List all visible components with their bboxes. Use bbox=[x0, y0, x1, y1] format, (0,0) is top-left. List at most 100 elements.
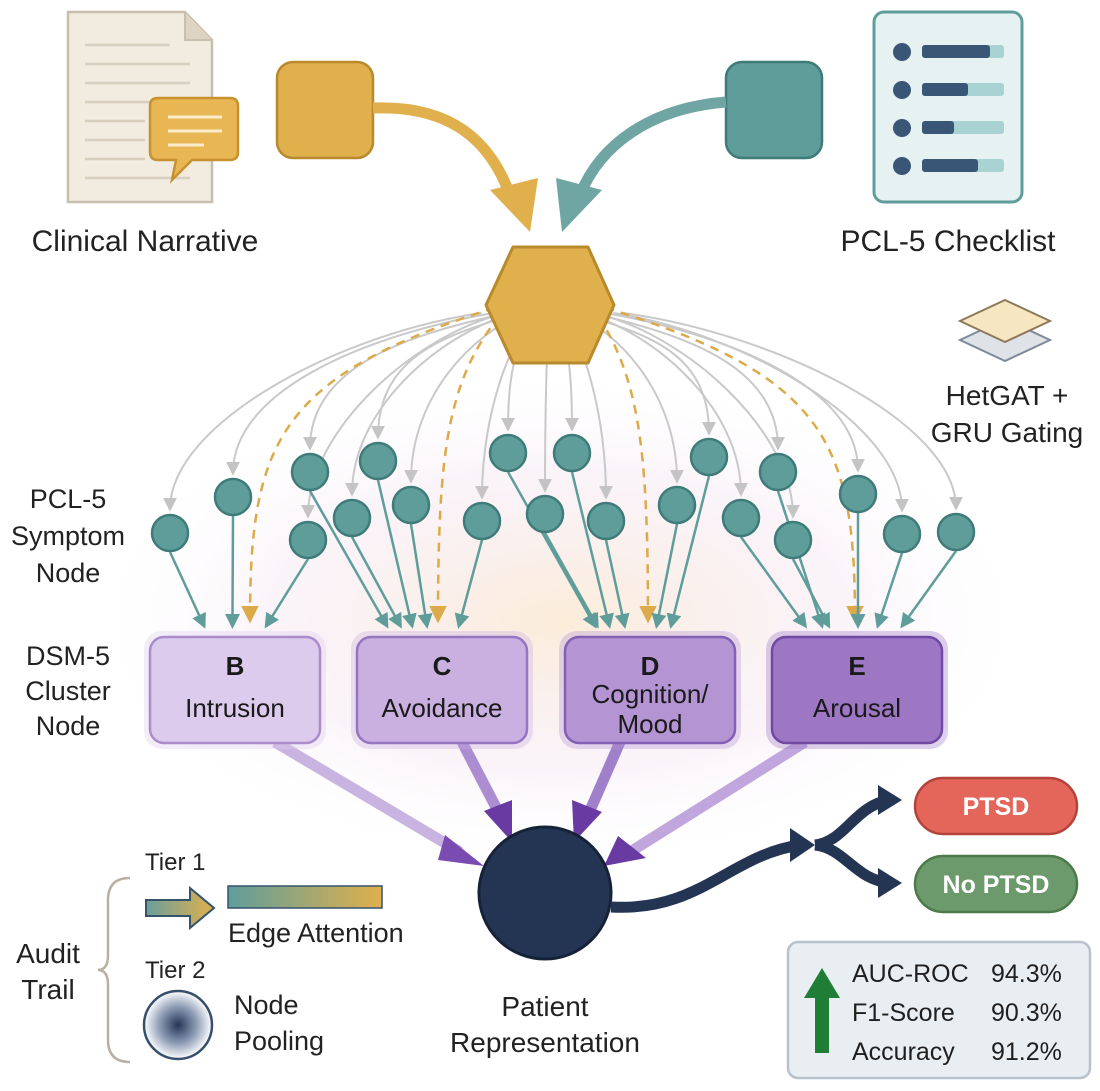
ptsd-output-pill bbox=[913, 776, 1079, 836]
symptom-to-cluster-edge bbox=[604, 539, 630, 629]
symptom-node bbox=[936, 512, 976, 552]
node-pooling-label-line1: Node bbox=[234, 990, 299, 1020]
edge-attention-gradient-bar bbox=[227, 885, 383, 909]
cluster-box bbox=[355, 635, 529, 745]
symptom-node bbox=[391, 485, 431, 525]
patient-label-line1: Patient bbox=[501, 991, 588, 1022]
symptom-node bbox=[586, 501, 626, 541]
symptom-to-cluster-edge bbox=[666, 475, 711, 629]
symptom-to-cluster-edge bbox=[791, 558, 831, 629]
symptom-to-cluster-edge bbox=[308, 490, 389, 629]
symptom-node bbox=[721, 498, 761, 538]
cluster-to-patient-arrows bbox=[272, 737, 808, 866]
up-arrow-icon bbox=[804, 968, 840, 1053]
tier2-label: Tier 2 bbox=[145, 957, 205, 984]
text-encoder-square bbox=[275, 60, 375, 160]
cluster-name-line2: Mood bbox=[617, 709, 682, 739]
attention-edge bbox=[226, 312, 494, 476]
symptom-node bbox=[552, 433, 592, 473]
patient-label-line2: Representation bbox=[450, 1027, 640, 1058]
node-pooling-label-line2: Pooling bbox=[234, 1026, 324, 1056]
metric-name-accuracy: Accuracy bbox=[852, 1038, 955, 1066]
narrative-arrowhead bbox=[490, 178, 538, 232]
symptom-node bbox=[488, 433, 528, 473]
symptom-to-cluster-edge bbox=[651, 523, 679, 629]
symptom-to-cluster-edge bbox=[900, 550, 958, 629]
symptom-node bbox=[882, 514, 922, 554]
cluster-box bbox=[563, 635, 737, 745]
cluster-name: Intrusion bbox=[185, 693, 285, 723]
symptom-layer-label-line1: PCL-5 bbox=[30, 484, 107, 514]
model-label-line1: HetGAT + bbox=[946, 380, 1069, 411]
cluster-layer-label-line1: DSM-5 bbox=[26, 641, 110, 671]
symptom-to-cluster-edge bbox=[454, 539, 484, 629]
symptom-layer-label-line3: Node bbox=[36, 558, 101, 588]
tier1-label: Tier 1 bbox=[145, 849, 205, 876]
cluster-letter: C bbox=[433, 651, 452, 681]
metrics-panel bbox=[786, 940, 1092, 1080]
cluster-box bbox=[148, 635, 322, 745]
audit-title-line1: Audit bbox=[16, 938, 80, 969]
symptom-to-cluster-edge bbox=[225, 515, 241, 629]
checklist-encoder-square bbox=[724, 60, 824, 160]
no-ptsd-output-label: No PTSD bbox=[943, 871, 1050, 899]
cluster-letter: E bbox=[848, 651, 865, 681]
symptom-to-cluster-edge bbox=[776, 490, 826, 629]
symptom-node bbox=[332, 498, 372, 538]
symptom-to-cluster-edge bbox=[409, 523, 433, 629]
symptom-node bbox=[838, 474, 878, 514]
clinical-narrative-label: Clinical Narrative bbox=[32, 225, 259, 258]
symptom-nodes bbox=[150, 433, 976, 560]
symptom-node bbox=[657, 485, 697, 525]
metric-value-accuracy: 91.2% bbox=[991, 1038, 1062, 1066]
model-label-line2: GRU Gating bbox=[931, 417, 1084, 448]
cluster-letter: D bbox=[641, 651, 660, 681]
patient-representation-node bbox=[477, 825, 613, 961]
cluster-gate-edge bbox=[588, 302, 657, 624]
symptom-node bbox=[758, 452, 798, 492]
symptom-node bbox=[358, 441, 398, 481]
symptom-node bbox=[689, 437, 729, 477]
symptom-to-cluster-edge bbox=[376, 479, 417, 629]
checklist-arrow bbox=[574, 96, 727, 198]
cluster-box bbox=[770, 635, 944, 745]
symptom-layer-label-line2: Symptom bbox=[11, 521, 125, 551]
no-ptsd-output-pill bbox=[913, 854, 1079, 914]
audit-bracket bbox=[97, 876, 131, 1064]
cluster-layer-label-line3: Node bbox=[36, 711, 101, 741]
metric-value-f1: 90.3% bbox=[991, 999, 1062, 1027]
symptom-node bbox=[525, 494, 565, 534]
cluster-name: Arousal bbox=[813, 693, 901, 723]
checklist-arrowhead bbox=[556, 178, 602, 232]
hexagon-to-symptom-edges bbox=[163, 301, 963, 629]
checklist-icon bbox=[872, 10, 1024, 204]
symptom-node bbox=[288, 520, 328, 560]
metric-name-auc: AUC-ROC bbox=[852, 960, 969, 988]
speech-bubble-icon bbox=[148, 96, 240, 184]
cluster-gate-edge bbox=[241, 301, 511, 624]
symptom-to-cluster-edge bbox=[350, 536, 402, 629]
symptom-to-cluster-edge bbox=[739, 536, 808, 629]
cluster-layer-label-line2: Cluster bbox=[25, 676, 111, 706]
fusion-hexagon-node bbox=[484, 245, 616, 365]
symptom-to-cluster-edge bbox=[570, 471, 614, 629]
edge-attention-label: Edge Attention bbox=[228, 918, 404, 948]
attention-edge bbox=[613, 312, 909, 513]
ptsd-output-label: PTSD bbox=[963, 793, 1030, 821]
symptom-to-cluster-edge bbox=[543, 532, 599, 629]
attention-edge bbox=[584, 312, 748, 497]
pcl5-checklist-label: PCL-5 Checklist bbox=[840, 225, 1056, 258]
symptom-node bbox=[462, 501, 502, 541]
symptom-node bbox=[150, 513, 190, 553]
symptom-to-cluster-edge bbox=[874, 552, 904, 629]
tier1-arrow-icon bbox=[145, 885, 216, 931]
cluster-node-e: E Arousal bbox=[766, 631, 948, 749]
metric-value-auc: 94.3% bbox=[991, 960, 1062, 988]
symptom-node bbox=[213, 477, 253, 517]
cluster-letter: B bbox=[226, 651, 245, 681]
cluster-gate-edge bbox=[429, 302, 511, 624]
symptom-to-cluster-edge bbox=[506, 471, 597, 629]
metric-name-f1: F1-Score bbox=[852, 999, 955, 1027]
